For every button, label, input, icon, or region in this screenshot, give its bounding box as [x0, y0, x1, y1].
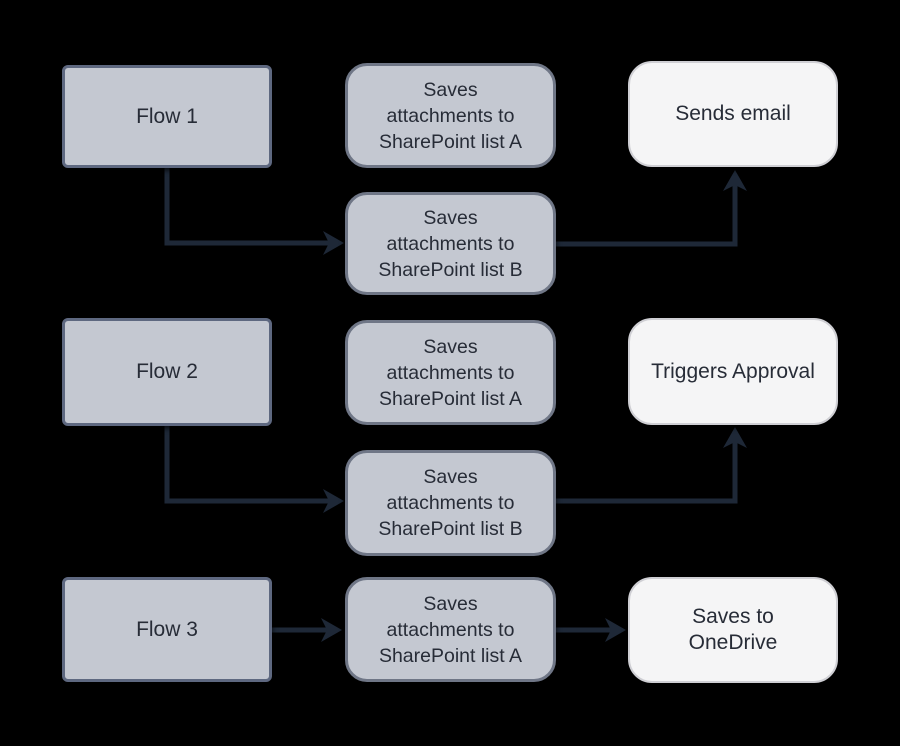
- node-row2-sharepoint-list-b: Saves attachments to SharePoint list B: [345, 450, 556, 556]
- node-row1-sharepoint-list-a-label: Saves attachments to SharePoint list A: [378, 78, 523, 153]
- node-flow-1-label: Flow 1: [136, 104, 198, 128]
- arrowhead-flow3-to-list-a: [321, 618, 342, 642]
- connector-list-b-to-sends-email: [556, 184, 738, 247]
- arrowhead-list-a-to-onedrive: [605, 618, 626, 642]
- node-row3-sharepoint-list-a-label: Saves attachments to SharePoint list A: [378, 592, 523, 667]
- node-saves-to-onedrive-label: Saves to OneDrive: [688, 605, 778, 654]
- node-sends-email: Sends email: [628, 61, 838, 167]
- node-flow-1: Flow 1: [62, 65, 272, 168]
- node-sends-email-label: Sends email: [675, 102, 791, 125]
- connector-flow1-to-list-b: [164, 168, 330, 246]
- node-triggers-approval: Triggers Approval: [628, 318, 838, 425]
- node-row2-sharepoint-list-a-label: Saves attachments to SharePoint list A: [378, 335, 523, 410]
- arrowhead-flow1-to-list-b: [323, 231, 344, 255]
- node-flow-2-label: Flow 2: [136, 360, 198, 383]
- node-row2-sharepoint-list-a: Saves attachments to SharePoint list A: [345, 320, 556, 425]
- node-row1-sharepoint-list-a: Saves attachments to SharePoint list A: [345, 63, 556, 168]
- node-saves-to-onedrive: Saves to OneDrive: [628, 577, 838, 683]
- node-row2-sharepoint-list-b-label: Saves attachments to SharePoint list B: [378, 466, 523, 540]
- arrowhead-list-b-to-sends-email: [723, 170, 747, 191]
- node-flow-2: Flow 2: [62, 318, 272, 426]
- node-triggers-approval-label: Triggers Approval: [651, 359, 815, 383]
- node-row3-sharepoint-list-a: Saves attachments to SharePoint list A: [345, 577, 556, 682]
- node-row1-sharepoint-list-b-label: Saves attachments to SharePoint list B: [378, 206, 523, 281]
- node-flow-3-label: Flow 3: [136, 617, 198, 641]
- arrowhead-flow2-to-list-b: [323, 489, 344, 513]
- arrowhead-list-b-to-triggers-approval: [723, 427, 747, 448]
- connector-list-b-to-triggers-approval: [556, 441, 738, 504]
- node-flow-3: Flow 3: [62, 577, 272, 682]
- connector-flow2-to-list-b: [164, 426, 330, 504]
- node-row1-sharepoint-list-b: Saves attachments to SharePoint list B: [345, 192, 556, 295]
